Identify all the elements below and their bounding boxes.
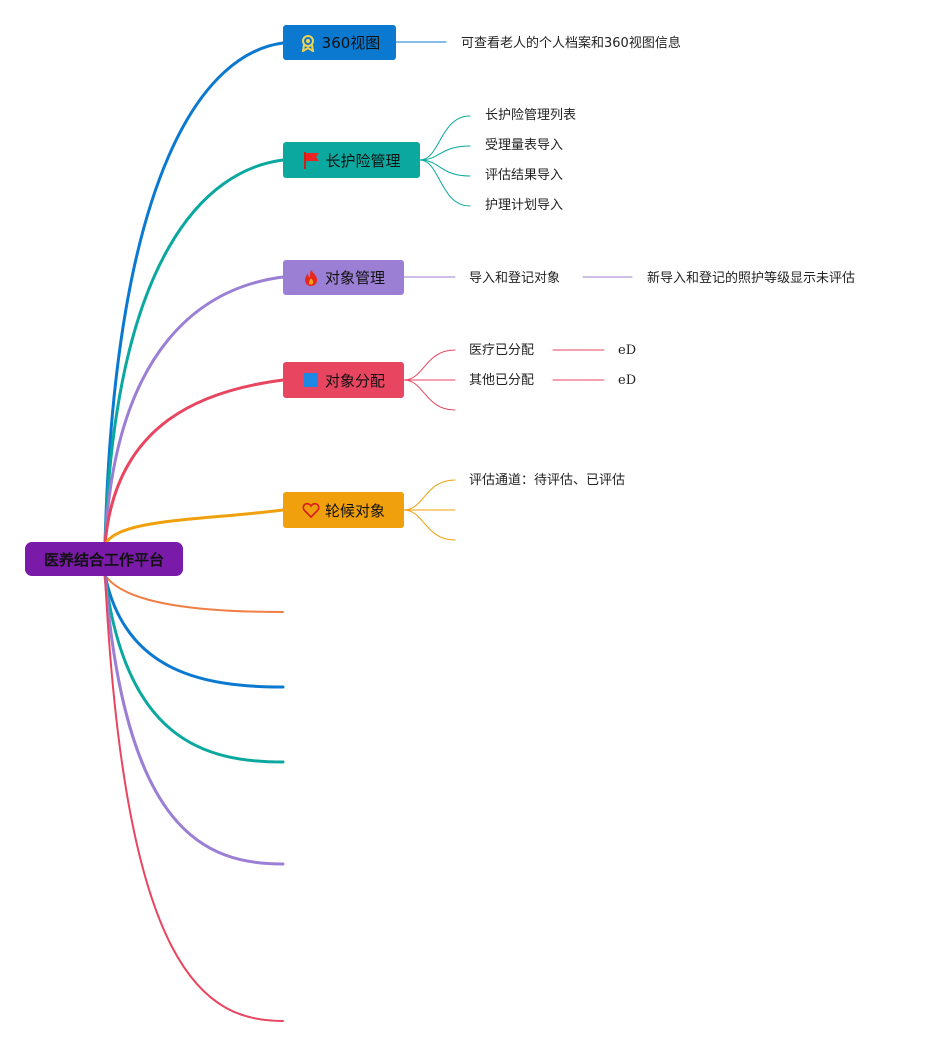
empty-branch-connector — [104, 574, 284, 613]
leaf-subtext: 新导入和登记的照护等级显示未评估 — [647, 271, 856, 286]
branch-label: 轮候对象 — [324, 501, 385, 520]
leaf-connector — [403, 479, 456, 511]
branch-label: 长护险管理 — [325, 151, 401, 170]
leaf-text: 其他已分配 — [469, 373, 535, 388]
blue-square-icon — [302, 371, 320, 389]
branch-connector — [103, 378, 285, 547]
root-label: 医养结合工作平台 — [43, 550, 164, 569]
branch-object-management[interactable]: 对象管理 — [283, 260, 404, 295]
leaf-text: 评估结果导入 — [485, 168, 564, 183]
fire-icon — [302, 269, 320, 287]
leaf-connector — [403, 509, 456, 541]
branch-label: 对象分配 — [324, 371, 385, 390]
branch-label: 对象管理 — [324, 269, 385, 287]
empty-branch-connector — [103, 573, 285, 689]
leaf-connector — [403, 379, 456, 411]
leaf-text: 导入和登记对象 — [469, 271, 561, 286]
branch-label: 360视图 — [321, 34, 381, 52]
leaf-text: 评估通道：待评估、已评估 — [469, 473, 626, 488]
red-flag-icon — [302, 151, 320, 169]
branch-connector — [103, 508, 285, 547]
leaf-text: 可查看老人的个人档案和360视图信息 — [461, 36, 681, 51]
branch-connector — [103, 41, 285, 547]
leaf-connector — [419, 115, 471, 161]
leaf-text: 长护险管理列表 — [485, 108, 577, 123]
empty-branch-connector — [103, 573, 285, 764]
award-ribbon-icon — [299, 34, 317, 52]
branch-connector — [103, 275, 285, 547]
leaf-text: 受理量表导入 — [485, 138, 564, 153]
branch-connector — [103, 158, 285, 547]
empty-branch-connector — [104, 574, 284, 1022]
leaf-text: 护理计划导入 — [485, 198, 564, 213]
heart-outline-icon — [302, 501, 320, 519]
leaf-connector — [419, 145, 471, 161]
branch-360-view[interactable]: 360视图 — [283, 25, 396, 60]
leaf-text: 医疗已分配 — [469, 343, 535, 358]
leaf-connector — [419, 159, 471, 207]
root-node[interactable]: 医养结合工作平台 — [25, 542, 183, 576]
leaf-connector — [403, 349, 456, 381]
branch-object-allocation[interactable]: 对象分配 — [283, 362, 404, 398]
leaf-connector — [419, 159, 471, 177]
leaf-subtext: eD — [618, 343, 637, 358]
branch-ltc-insurance[interactable]: 长护险管理 — [283, 142, 420, 178]
branch-waitlist-object[interactable]: 轮候对象 — [283, 492, 404, 528]
leaf-subtext: eD — [618, 373, 637, 388]
empty-branch-connector — [103, 573, 285, 866]
